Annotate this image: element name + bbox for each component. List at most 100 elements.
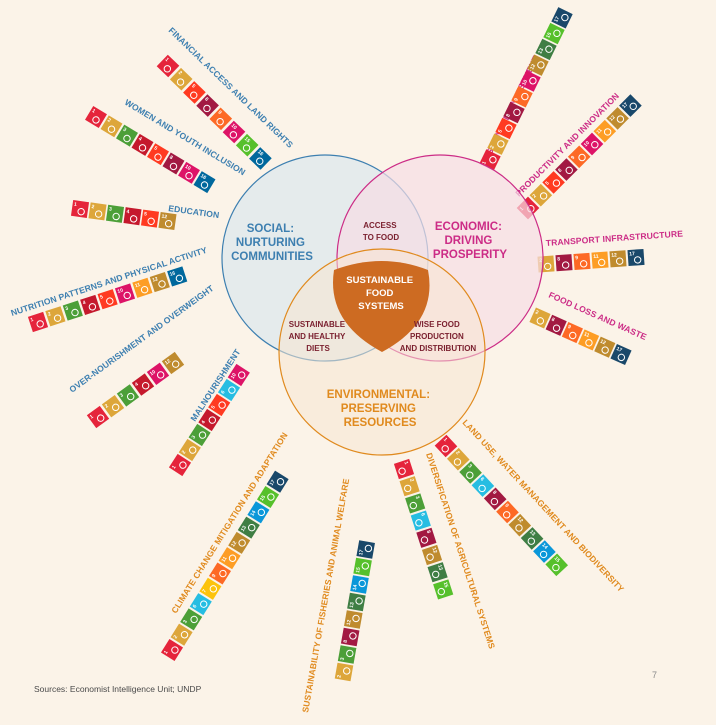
sdg-goal-11-icon: 11	[218, 547, 241, 570]
sdg-goal-3-icon: 3	[116, 384, 140, 407]
source-note: Sources: Economist Intelligence Unit; UN…	[34, 684, 202, 694]
svg-text:2: 2	[173, 634, 180, 640]
svg-text:11: 11	[593, 254, 599, 260]
sdg-goal-4-icon: 4	[131, 373, 155, 396]
sdg-goal-14-icon: 14	[350, 575, 369, 594]
svg-text:2: 2	[47, 311, 52, 318]
sdg-goal-1-icon: 1	[393, 458, 415, 480]
sdg-goal-10-icon: 10	[227, 363, 250, 387]
sdg-goal-11-icon: 11	[591, 251, 609, 269]
svg-text:12: 12	[152, 276, 159, 283]
svg-text:1: 1	[442, 437, 448, 443]
svg-text:15: 15	[545, 31, 553, 39]
sdg-goal-3-icon: 3	[180, 608, 203, 631]
svg-text:13: 13	[528, 529, 536, 537]
overlap-wise-production: WISE FOOD PRODUCTION AND DISTRIBUTION	[400, 320, 477, 353]
sdg-goal-9-icon: 9	[573, 252, 591, 270]
social-title: SOCIAL: NURTURING COMMUNITIES	[231, 223, 313, 263]
ray-label: CLIMATE CHANGE MITIGATION AND ADAPTATION	[169, 431, 289, 616]
svg-text:2: 2	[336, 674, 342, 678]
svg-text:17: 17	[269, 479, 277, 487]
sdg-goal-10-icon: 10	[114, 283, 136, 304]
sdg-goal-12-icon: 12	[594, 336, 616, 358]
svg-text:6: 6	[479, 476, 485, 482]
sdg-goal-2-icon: 2	[487, 133, 509, 155]
sdg-goal-8-icon: 8	[555, 254, 573, 272]
sdg-goal-12-icon: 12	[421, 544, 443, 566]
sdg-goal-8-icon: 8	[545, 314, 567, 336]
svg-text:12: 12	[230, 540, 238, 548]
svg-text:12: 12	[161, 214, 168, 221]
sdg-goal-1-icon: 1	[168, 453, 192, 477]
svg-text:9: 9	[513, 97, 520, 102]
sdg-goal-14-icon: 14	[247, 501, 270, 524]
svg-text:12: 12	[608, 114, 616, 122]
sdg-goal-10-icon: 10	[178, 161, 200, 184]
svg-text:5: 5	[190, 83, 196, 89]
svg-text:16: 16	[169, 270, 176, 277]
svg-text:2: 2	[177, 70, 183, 76]
svg-text:9: 9	[211, 573, 218, 579]
svg-text:3: 3	[340, 657, 346, 661]
sdg-goal-12-icon: 12	[527, 54, 549, 76]
svg-text:1: 1	[171, 464, 178, 470]
svg-text:13: 13	[537, 47, 545, 55]
svg-text:4: 4	[137, 136, 143, 143]
sdg-goal-2-icon: 2	[399, 476, 420, 497]
svg-text:5: 5	[153, 145, 159, 152]
sdg-goal-5-icon: 5	[208, 393, 231, 417]
svg-text:6: 6	[220, 389, 227, 395]
svg-text:1: 1	[30, 317, 35, 324]
svg-text:9: 9	[216, 110, 222, 116]
sdg-goal-2-icon: 2	[178, 438, 201, 462]
svg-text:10: 10	[583, 140, 591, 148]
sdg-goal-5-icon: 5	[495, 117, 517, 140]
sdg-goal-4-icon: 4	[80, 294, 101, 315]
svg-text:2: 2	[489, 144, 496, 149]
page-number: 7	[652, 670, 658, 680]
sdg-goal-3-icon: 3	[116, 124, 138, 147]
sdg-goal-2-icon: 2	[170, 623, 193, 646]
sdg-goal-15-icon: 15	[433, 579, 454, 600]
sdg-goal-2-icon: 2	[100, 115, 123, 138]
svg-text:8: 8	[550, 317, 555, 324]
svg-text:15: 15	[243, 136, 251, 144]
sdg-goal-17-icon: 17	[266, 470, 289, 493]
sdg-goal-6-icon: 6	[471, 474, 495, 497]
svg-text:11: 11	[134, 282, 141, 289]
sdg-goal-6-icon: 6	[189, 593, 212, 616]
sdg-goal-8-icon: 8	[162, 152, 185, 175]
ray-3: NUTRITION PATTERNS AND PHYSICAL ACTIVITY…	[10, 245, 209, 333]
svg-text:5: 5	[144, 211, 148, 217]
sdg-goal-12-icon: 12	[344, 610, 363, 629]
svg-text:1: 1	[74, 202, 78, 208]
sdg-goal-17-icon: 17	[551, 7, 573, 29]
sdg-goal-2-icon: 2	[45, 306, 66, 327]
sdg-goal-8-icon: 8	[416, 527, 437, 548]
svg-text:17: 17	[621, 102, 629, 110]
svg-text:13: 13	[436, 564, 443, 571]
svg-text:8: 8	[425, 530, 432, 535]
svg-text:15: 15	[355, 567, 362, 574]
sdg-goal-9-icon: 9	[208, 562, 232, 585]
svg-text:1: 1	[164, 57, 170, 63]
svg-text:12: 12	[529, 63, 537, 71]
sdg-goal-8-icon: 8	[483, 487, 507, 511]
sdg-goal-2-icon: 2	[446, 447, 470, 471]
svg-text:3: 3	[182, 619, 189, 625]
svg-text:3: 3	[65, 305, 70, 312]
svg-text:3: 3	[109, 206, 113, 212]
svg-text:8: 8	[557, 167, 563, 173]
svg-text:2: 2	[104, 403, 110, 410]
sdg-goal-4-icon: 4	[123, 207, 142, 226]
svg-text:15: 15	[259, 494, 267, 502]
svg-text:6: 6	[419, 512, 426, 517]
svg-text:2: 2	[408, 478, 415, 483]
svg-text:3: 3	[122, 127, 128, 134]
sdg-goal-15-icon: 15	[235, 133, 259, 157]
sdg-goal-3-icon: 3	[459, 461, 482, 484]
sdg-goal-15-icon: 15	[256, 485, 280, 509]
svg-text:1: 1	[89, 414, 95, 421]
